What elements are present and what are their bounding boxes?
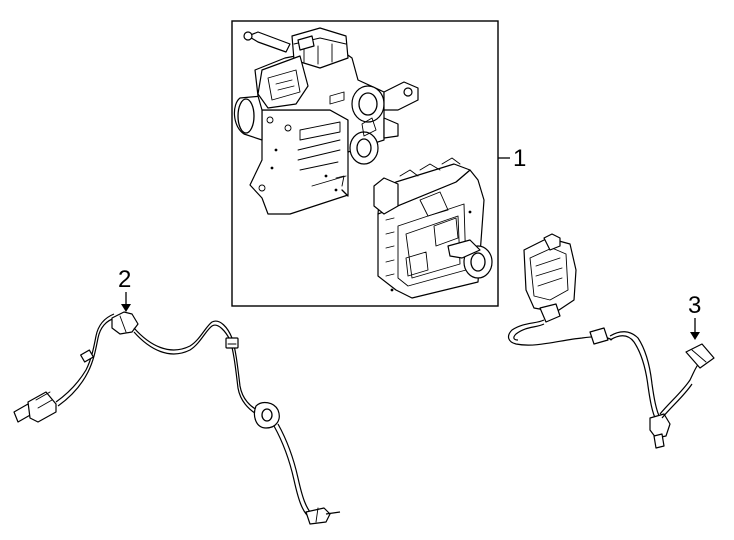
leader-3-arrowhead	[690, 332, 700, 340]
callout-label-2: 2	[118, 266, 131, 293]
abs-control-module-icon	[373, 157, 493, 299]
callout-label-1: 1	[513, 145, 526, 172]
callout-label-3: 3	[688, 292, 701, 319]
front-wheel-speed-sensor-icon	[13, 311, 341, 525]
rear-wheel-speed-sensor-icon	[507, 233, 715, 449]
abs-hydraulic-unit-icon	[233, 27, 419, 215]
leader-2-arrowhead	[121, 304, 131, 312]
